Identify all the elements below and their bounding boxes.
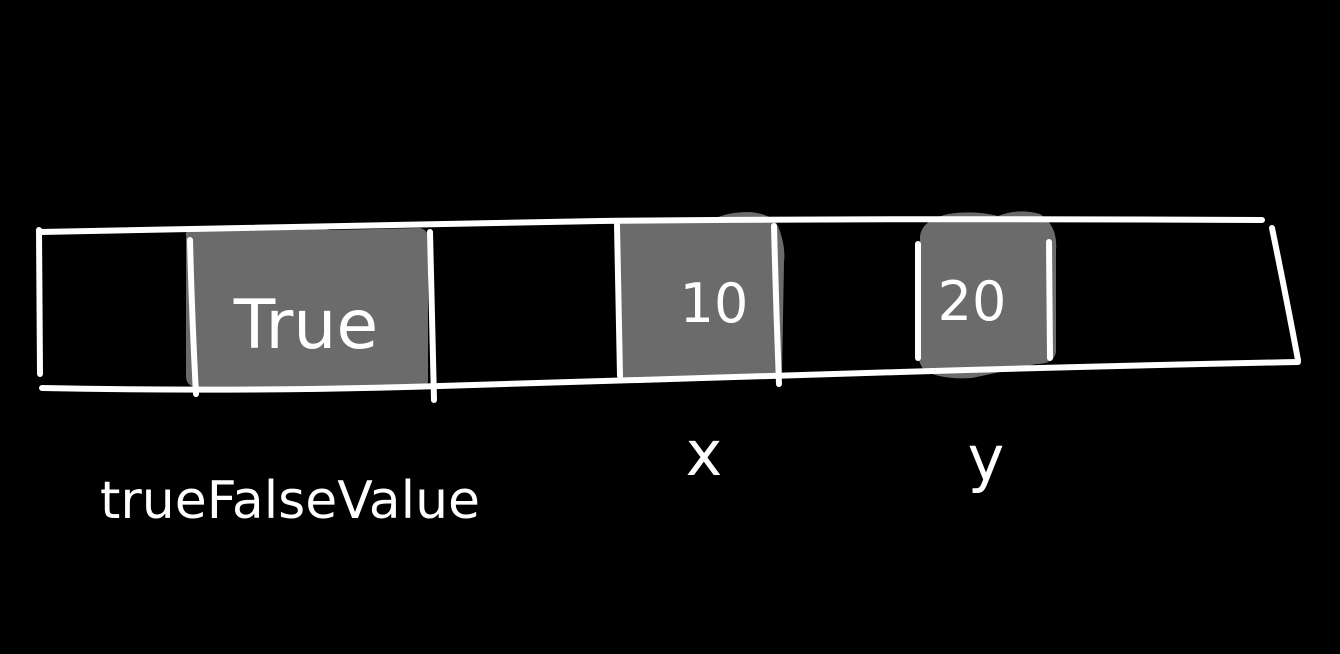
divider-2 [427, 229, 437, 403]
cell-fill-y [917, 211, 1057, 379]
memory-strip [36, 216, 1301, 403]
strip-bottom-edge [39, 359, 1301, 393]
cell-label-truefalsevalue: trueFalseValue [100, 471, 480, 531]
divider-1 [187, 237, 199, 397]
cell-value-true: True [233, 286, 378, 365]
divider-6 [1046, 239, 1053, 361]
divider-4 [771, 223, 782, 387]
cell-label-x: x [686, 417, 723, 490]
strip-left-edge [36, 227, 43, 377]
divider-3 [614, 222, 623, 379]
strip-right-edge [1269, 225, 1301, 363]
cell-value-y: 20 [938, 270, 1007, 333]
cell-value-x: 10 [680, 272, 749, 335]
cell-fill-true [185, 228, 428, 387]
cell-label-y: y [968, 422, 1005, 495]
cell-fill-x [618, 212, 785, 380]
strip-top-edge [37, 216, 1265, 235]
